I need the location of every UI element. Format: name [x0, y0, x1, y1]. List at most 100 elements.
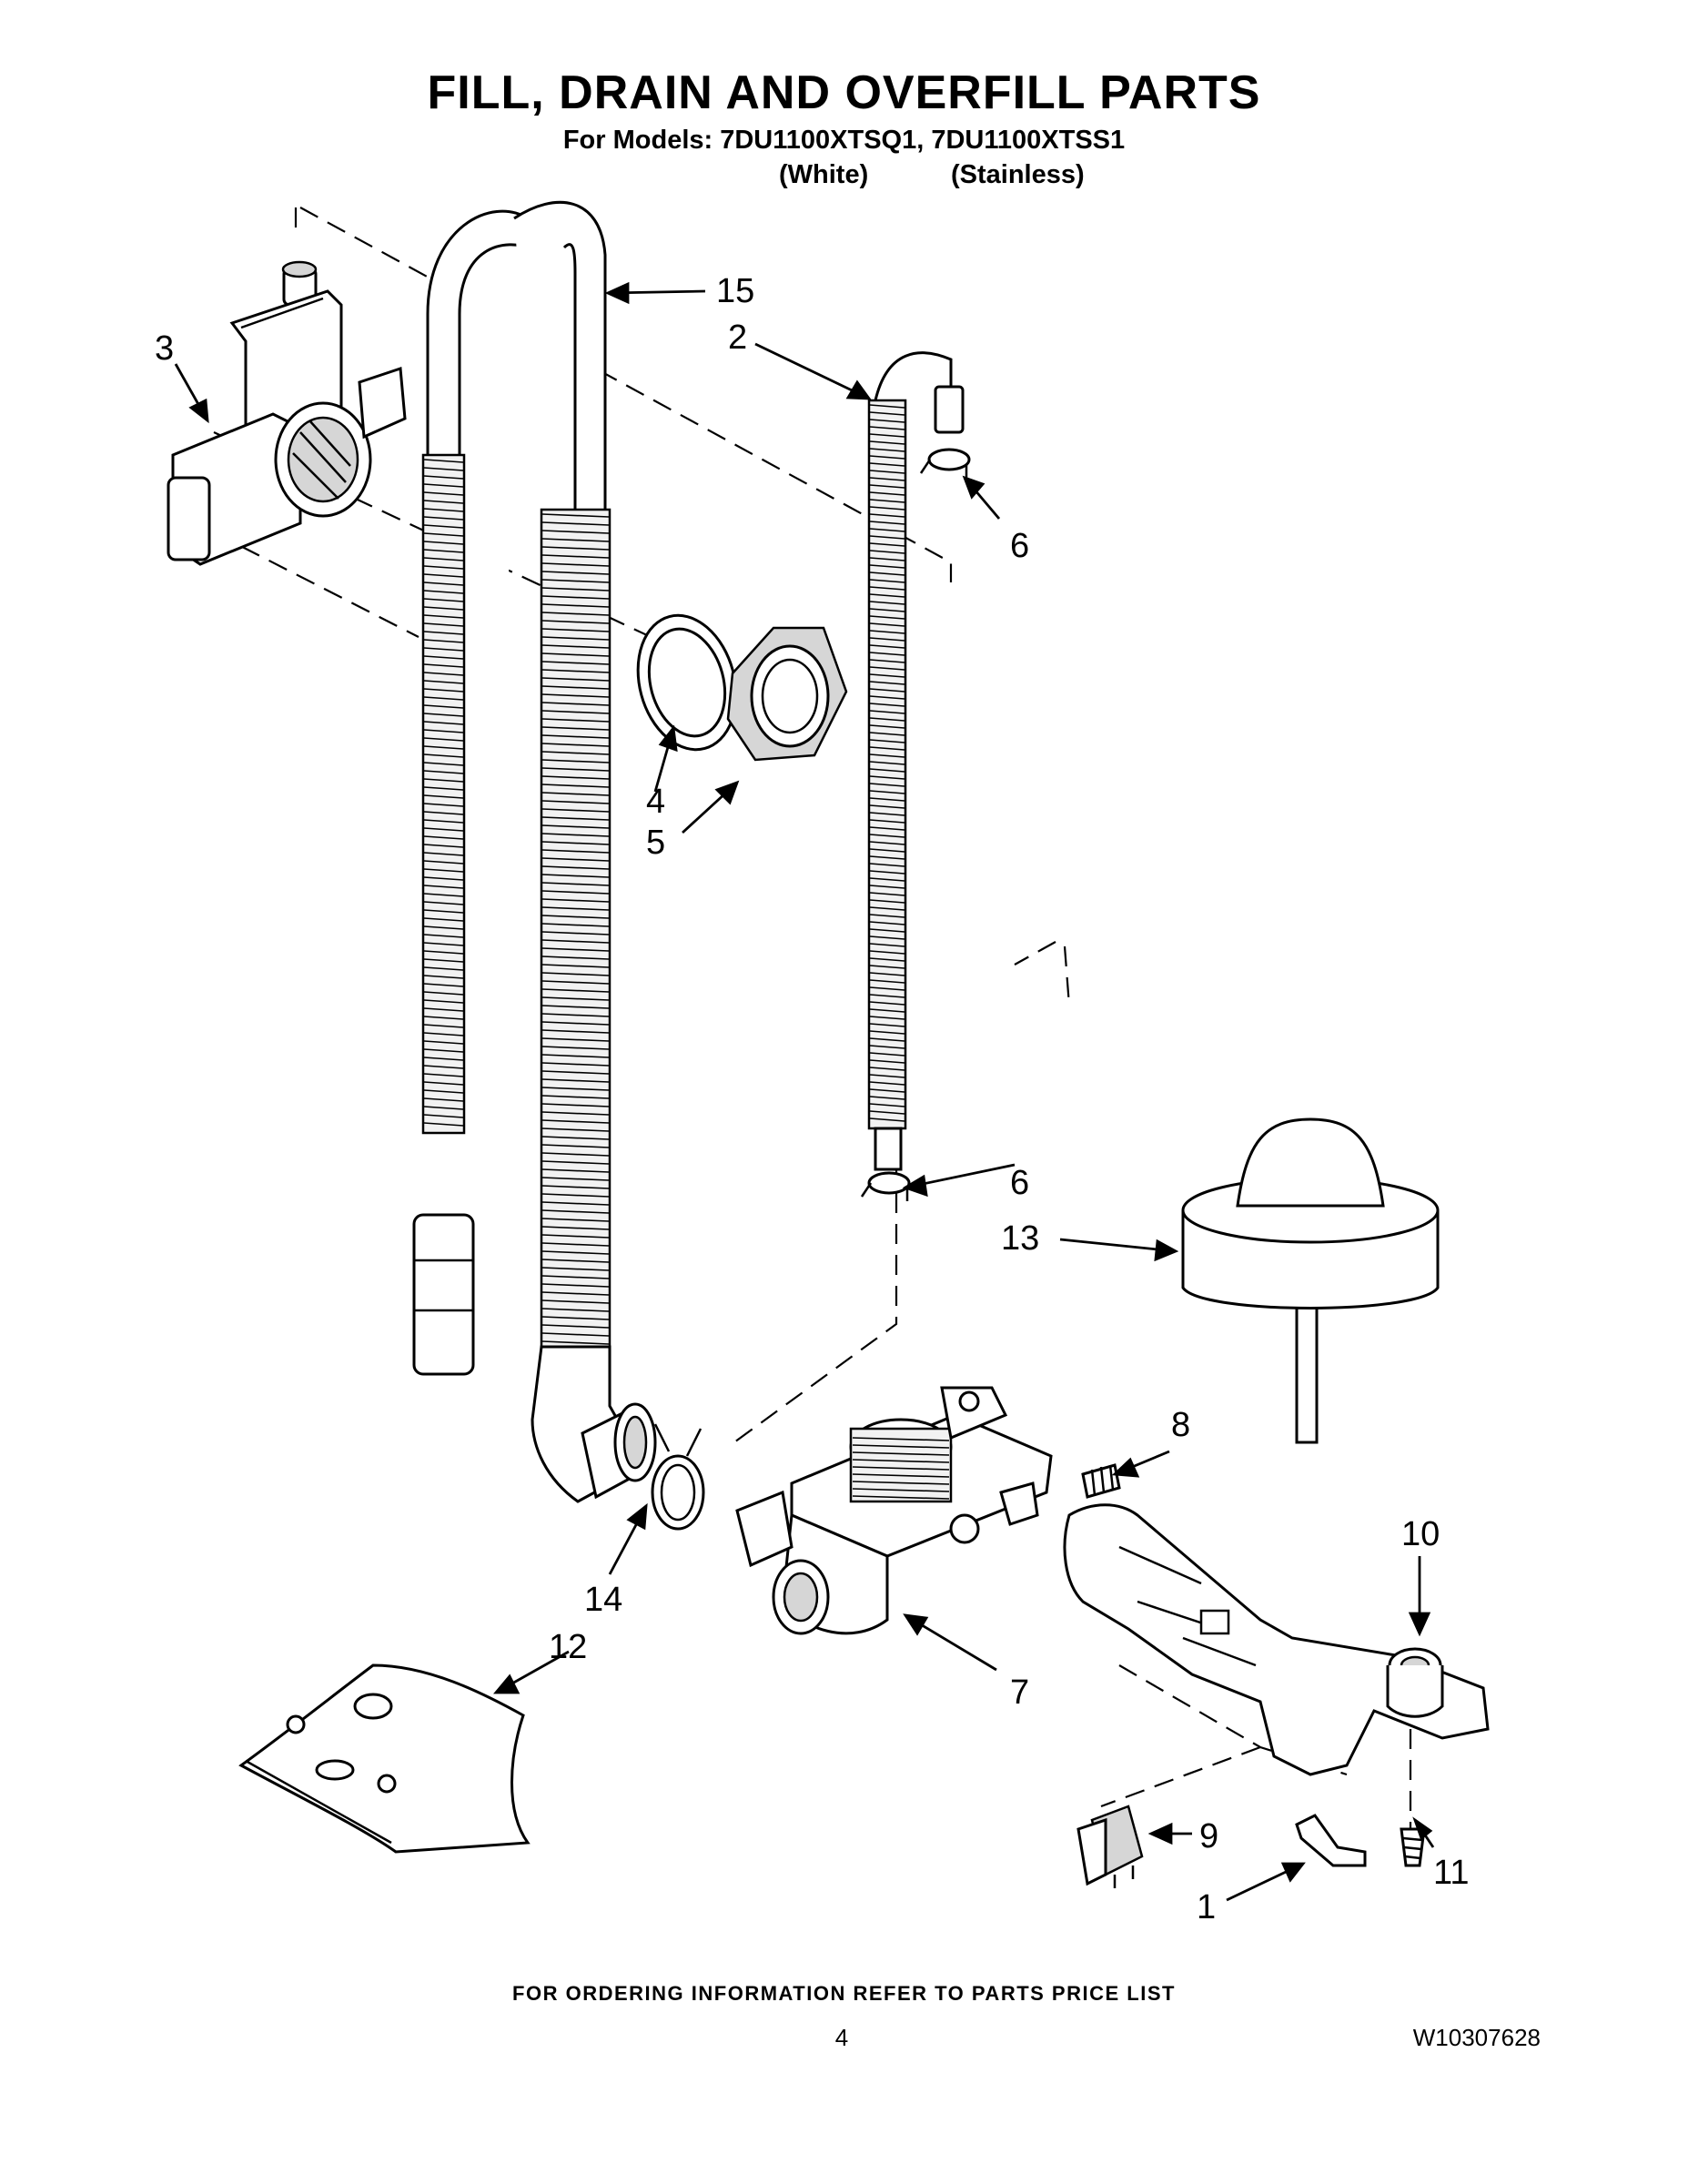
rib-line	[541, 1136, 610, 1140]
fill-hose-ribs	[869, 404, 905, 1122]
part-7-valve	[735, 1386, 1053, 1635]
rib-line	[869, 804, 905, 809]
rib-line	[423, 1040, 464, 1045]
rib-line	[423, 1032, 464, 1036]
part-9-switch	[1076, 1805, 1144, 1888]
rib-line	[869, 426, 905, 430]
rib-line	[423, 860, 464, 864]
rib-line	[423, 1016, 464, 1020]
rib-line	[541, 620, 610, 624]
rib-line	[869, 484, 905, 489]
rib-line	[423, 1114, 464, 1118]
rib-line	[869, 1103, 905, 1107]
rib-line	[541, 521, 610, 526]
rib-line	[869, 986, 905, 991]
rib-line	[852, 1473, 950, 1478]
rib-line	[541, 1250, 610, 1255]
callout-5: 5	[646, 824, 665, 862]
rib-line	[869, 928, 905, 933]
rib-line	[869, 550, 905, 554]
rib-line	[423, 1081, 464, 1086]
rib-line	[869, 688, 905, 693]
rib-line	[423, 704, 464, 709]
rib-line	[852, 1488, 950, 1492]
rib-line	[541, 931, 610, 935]
rib-line	[541, 1209, 610, 1214]
rib-line	[869, 564, 905, 569]
variant-stainless-label: (Stainless)	[951, 160, 1085, 189]
rib-line	[869, 717, 905, 722]
rib-line	[541, 530, 610, 534]
rib-line	[869, 433, 905, 438]
rib-line	[869, 855, 905, 860]
rib-line	[541, 644, 610, 649]
rib-line	[541, 1046, 610, 1050]
rib-line	[541, 603, 610, 608]
rib-line	[541, 1144, 610, 1148]
part-8-screw	[1081, 1463, 1121, 1499]
rib-line	[869, 892, 905, 896]
rib-line	[869, 557, 905, 561]
valve-threads	[852, 1437, 950, 1500]
rib-line	[423, 663, 464, 668]
rib-line	[541, 546, 610, 551]
page-title: FILL, DRAIN AND OVERFILL PARTS	[427, 66, 1261, 119]
rib-line	[869, 1081, 905, 1086]
rib-line	[541, 677, 610, 682]
rib-line	[869, 542, 905, 547]
rib-line	[423, 1065, 464, 1069]
rib-line	[869, 732, 905, 736]
rib-line	[541, 1185, 610, 1189]
rib-line	[869, 506, 905, 511]
rib-line	[423, 614, 464, 619]
rib-line	[423, 942, 464, 946]
rib-line	[869, 775, 905, 780]
rib-line	[423, 794, 464, 799]
rib-line	[423, 688, 464, 693]
rib-line	[869, 644, 905, 649]
rib-line	[869, 1067, 905, 1071]
rib-line	[869, 499, 905, 503]
rib-line	[423, 917, 464, 922]
rib-line	[869, 746, 905, 751]
rib-line	[869, 921, 905, 925]
rib-line	[541, 718, 610, 723]
part-6-clamp-upper	[919, 448, 971, 478]
rib-line	[541, 1291, 610, 1296]
rib-line	[423, 901, 464, 905]
rib-line	[423, 827, 464, 832]
callout-10: 10	[1401, 1515, 1440, 1553]
page-number: 4	[834, 2024, 849, 2051]
rib-line	[423, 868, 464, 873]
variant-white-label: (White)	[779, 160, 869, 189]
rib-line	[869, 1030, 905, 1035]
rib-line	[869, 841, 905, 845]
rib-line	[852, 1495, 950, 1500]
rib-line	[869, 666, 905, 671]
rib-line	[423, 508, 464, 512]
callout-8: 8	[1171, 1406, 1190, 1444]
rib-line	[541, 1275, 610, 1279]
rib-line	[423, 696, 464, 701]
rib-line	[869, 863, 905, 867]
rib-line	[541, 1103, 610, 1107]
rib-line	[423, 934, 464, 938]
rib-line	[869, 1088, 905, 1093]
rib-line	[869, 637, 905, 642]
part-2-fill-hose	[867, 351, 965, 1171]
rib-line	[869, 943, 905, 947]
document-number: W10307628	[1412, 2024, 1541, 2051]
rib-line	[541, 751, 610, 755]
rib-line	[541, 972, 610, 976]
rib-line	[541, 1332, 610, 1337]
rib-line	[541, 628, 610, 632]
models-line: For Models: 7DU1100XTSQ1, 7DU1100XTSS1	[562, 126, 1126, 155]
rib-line	[423, 557, 464, 561]
rib-line	[541, 710, 610, 714]
callout-12: 13	[1001, 1219, 1039, 1258]
rib-line	[423, 999, 464, 1004]
rib-line	[869, 848, 905, 853]
rib-line	[869, 477, 905, 481]
rib-line	[541, 1152, 610, 1157]
